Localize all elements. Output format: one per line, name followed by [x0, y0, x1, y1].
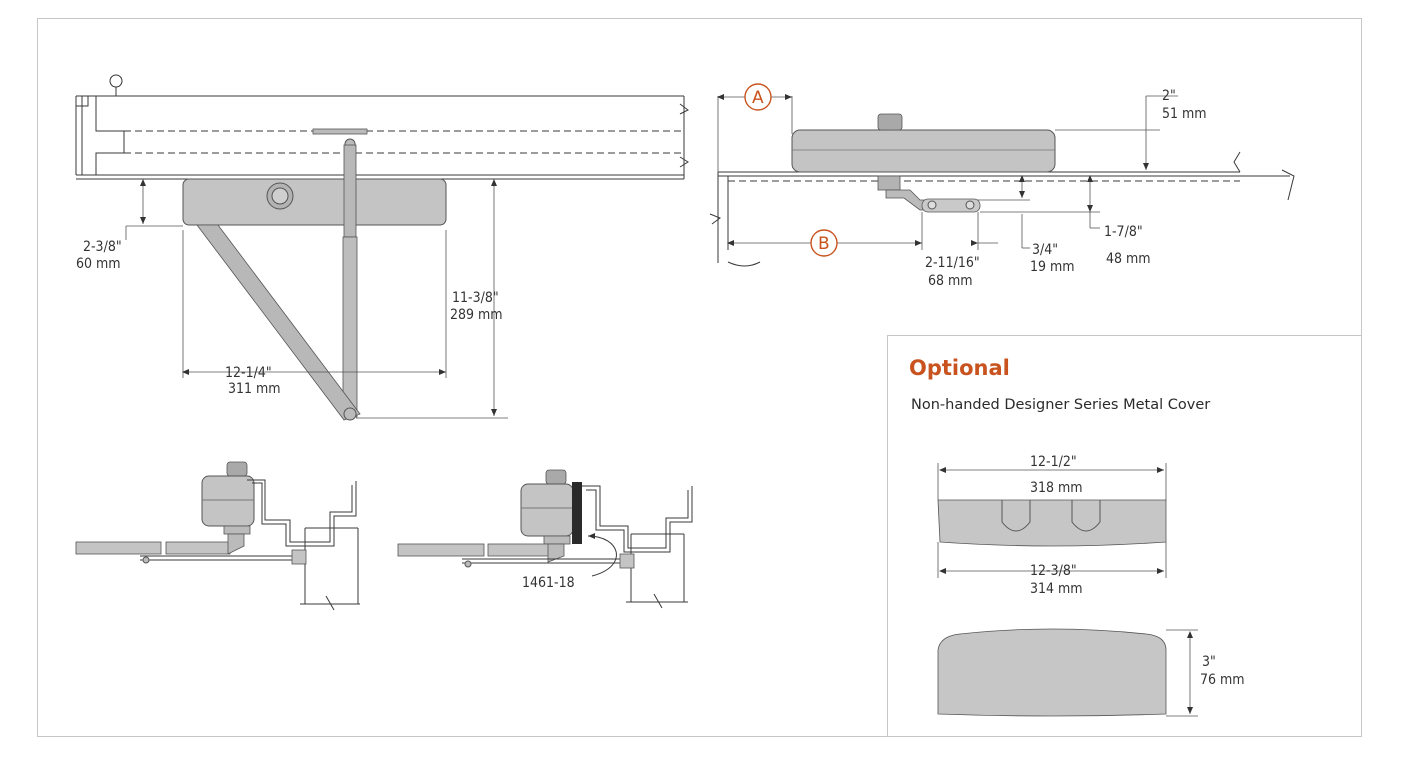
dim-width-l1: 12-1/4"	[225, 365, 272, 381]
dim-height-l1: 2-3/8"	[83, 239, 122, 255]
dim-shoe-width-l1: 2-11/16"	[925, 255, 980, 271]
top-right-view	[709, 94, 1295, 267]
cover-bottom-width-l1: 12-3/8"	[1030, 563, 1077, 579]
callout-a: A	[744, 83, 772, 111]
dim-shoe-width-l2: 68 mm	[928, 273, 973, 289]
dim-height-l2: 60 mm	[76, 256, 121, 272]
cover-height-l1: 3"	[1202, 654, 1216, 670]
dim-depth-l1: 11-3/8"	[452, 290, 499, 306]
cover-height-l2: 76 mm	[1200, 672, 1245, 688]
side-view-with-plate	[397, 469, 693, 609]
cover-top-width-l2: 318 mm	[1030, 480, 1083, 496]
cover-top-view	[937, 463, 1167, 578]
cover-top-width-l1: 12-1/2"	[1030, 454, 1077, 470]
dim-shoe-offset-l1: 3/4"	[1032, 242, 1058, 258]
dim-shoe-height-l1: 1-7/8"	[1104, 224, 1143, 240]
dim-body-l1: 2"	[1162, 88, 1176, 104]
dim-depth-l2: 289 mm	[450, 307, 503, 323]
optional-subtitle: Non-handed Designer Series Metal Cover	[911, 397, 1211, 413]
dim-shoe-height-l2: 48 mm	[1106, 251, 1151, 267]
dim-width-l2: 311 mm	[228, 381, 281, 397]
top-left-view	[75, 74, 689, 421]
side-view-standard	[75, 461, 360, 611]
cover-bottom-width-l2: 314 mm	[1030, 581, 1083, 597]
part-label: 1461-18	[522, 575, 575, 591]
svg-text:A: A	[752, 88, 764, 108]
optional-title: Optional	[909, 356, 1010, 380]
dim-body-l2: 51 mm	[1162, 106, 1207, 122]
cover-side-view	[937, 628, 1198, 717]
callout-b: B	[810, 229, 838, 257]
svg-text:B: B	[818, 234, 830, 254]
dim-shoe-offset-l2: 19 mm	[1030, 259, 1075, 275]
